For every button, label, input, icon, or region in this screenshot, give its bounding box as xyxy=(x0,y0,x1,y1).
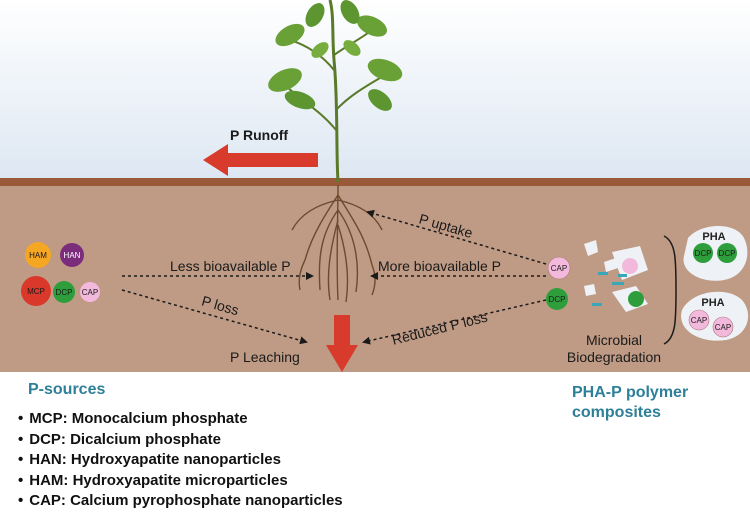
soil-surface-line xyxy=(0,178,750,186)
released-particles: CAP DCP xyxy=(546,256,571,310)
less-bioavailable-label: Less bioavailable P xyxy=(170,258,291,274)
leaching-label: P Leaching xyxy=(230,349,300,365)
composite-title-line2: composites xyxy=(572,404,661,421)
pha-dcp-particle-2-label: DCP xyxy=(719,249,736,258)
pha-composite-dcp: PHA DCP DCP xyxy=(683,226,748,281)
dcp-particle-label: DCP xyxy=(56,288,73,297)
released-dcp-label: DCP xyxy=(549,295,566,304)
more-bioavailable-label: More bioavailable P xyxy=(378,258,501,274)
biodegradation-label-line1: Microbial xyxy=(586,332,642,348)
reduced-loss-flow-arrow xyxy=(362,299,547,345)
composite-title-line1: PHA-P polymer xyxy=(572,384,689,401)
pha-dcp-particle-2 xyxy=(717,243,737,263)
dcp-particle xyxy=(53,281,75,303)
pha-cap-particle-2 xyxy=(712,316,734,338)
legend-title: P-sources xyxy=(28,381,106,398)
loss-flow-arrow xyxy=(121,289,308,345)
runoff-label: P Runoff xyxy=(230,127,288,143)
pha-composite-dcp-title: PHA xyxy=(702,231,725,243)
legend-item-han: HAN: Hydroxyapatite nanoparticles xyxy=(18,450,343,471)
plant-roots xyxy=(291,184,383,303)
pha-cap-particle-1 xyxy=(688,309,710,331)
legend-item-cap: CAP: Calcium pyrophosphate nanoparticles xyxy=(18,491,342,512)
biodegradation-label-line2: Biodegradation xyxy=(567,349,661,365)
p-source-particles: HAM HAN MCP DCP CAP xyxy=(21,242,100,306)
composite-title: PHA-P polymer composites xyxy=(572,383,688,423)
degrading-fragments xyxy=(584,240,648,312)
plant-icon xyxy=(268,0,403,183)
released-dcp-particle xyxy=(546,288,568,310)
mcp-particle xyxy=(21,276,51,306)
leaching-arrow xyxy=(326,315,358,372)
pha-cap-particle-2-label: CAP xyxy=(715,323,731,332)
runoff-arrow xyxy=(203,144,318,176)
legend-item-dcp: DCP: Dicalcium phosphate xyxy=(18,430,343,451)
pha-cap-particle-1-label: CAP xyxy=(691,316,707,325)
cap-particle xyxy=(80,282,100,302)
legend-item-mcp: MCP: Monocalcium phosphate xyxy=(18,409,343,430)
mcp-particle-label: MCP xyxy=(27,287,45,296)
han-particle xyxy=(60,243,84,267)
composite-bracket xyxy=(663,235,677,345)
ham-particle xyxy=(25,242,51,268)
released-cap-label: CAP xyxy=(551,264,567,273)
released-cap-particle xyxy=(547,256,571,280)
pha-composite-cap-title: PHA xyxy=(701,297,724,309)
han-particle-label: HAN xyxy=(64,251,81,260)
pha-composite-cap: PHA CAP CAP xyxy=(681,291,749,341)
legend-list: MCP: Monocalcium phosphate DCP: Dicalciu… xyxy=(18,409,343,512)
legend-item-ham: HAM: Hydroxyapatite microparticles xyxy=(18,471,343,492)
diagram-canvas: P Runoff P Leaching P uptake Less bioava… xyxy=(0,0,750,372)
pha-dcp-particle-1-label: DCP xyxy=(695,249,712,258)
ham-particle-label: HAM xyxy=(29,251,47,260)
cap-particle-label: CAP xyxy=(82,288,98,297)
pha-dcp-particle-1 xyxy=(693,243,713,263)
uptake-flow-arrow xyxy=(366,209,547,265)
